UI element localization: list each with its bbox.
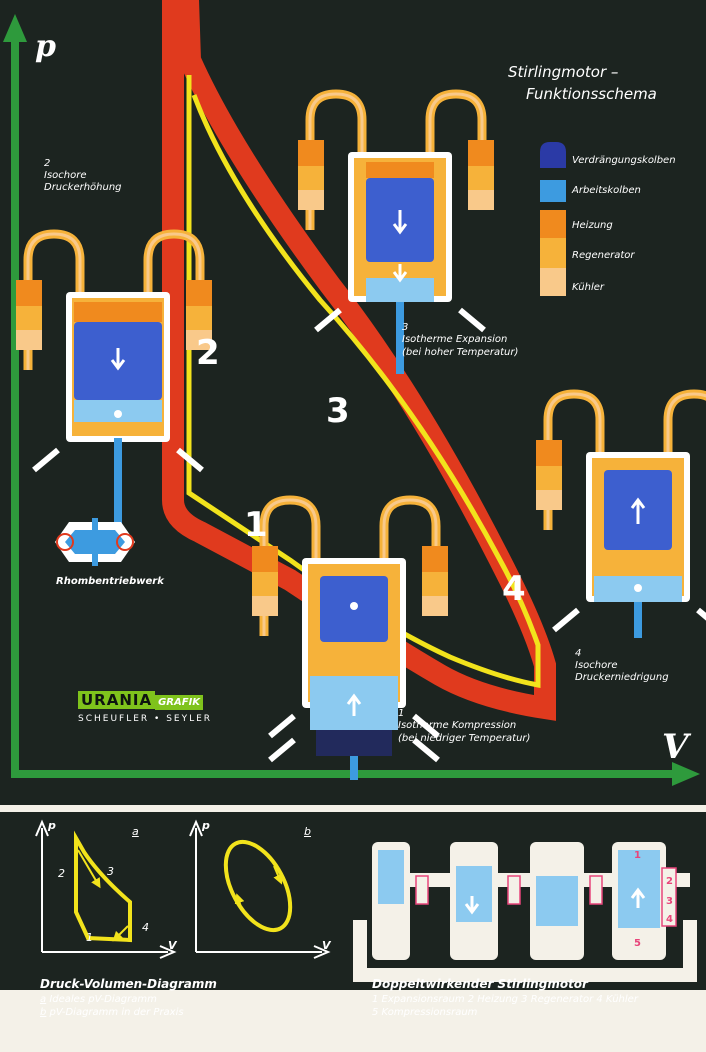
pv-caption-b: b pV-Diagramm in der Praxis [40, 1007, 184, 1018]
double-acting-n1: 1 [634, 850, 641, 861]
legend-label-cooler: Kühler [572, 282, 605, 293]
engine-stage-1 [252, 500, 448, 780]
stage-1-number: 1 [244, 505, 268, 545]
legend-label-displacer: Verdrängungskolben [572, 155, 676, 166]
engine-stage-2 [16, 234, 212, 526]
p-axis [11, 38, 19, 778]
pv-caption-title: Druck-Volumen-Diagramm [40, 977, 217, 991]
mini-a-n1: 1 [86, 931, 93, 944]
pv-axes [3, 14, 700, 786]
engine-stage-3 [298, 94, 494, 374]
mini-a-tag: a [132, 825, 139, 838]
logo-authors: SCHEUFLER • SEYLER [78, 714, 213, 724]
mini-chart-a [35, 819, 177, 959]
stage-3-caption-num: 3 [402, 322, 409, 333]
rhomb-drive-icon [55, 518, 135, 566]
logo-word: URANIA [78, 691, 156, 709]
stage-1-caption-num: 1 [398, 708, 405, 719]
mini-b-v-label: V [322, 939, 331, 952]
mini-chart-b [189, 819, 331, 959]
double-acting-title: Doppeltwirkender Stirlingmotor [372, 977, 588, 991]
logo-grafik: GRAFIK [155, 695, 204, 710]
stage-3-number: 3 [326, 391, 350, 431]
double-acting-line-2: 5 Kompressionsraum [372, 1007, 478, 1018]
mini-b-tag: b [304, 825, 311, 838]
legend-swatch-heater [540, 210, 566, 238]
stage-4-caption-1: Isochore [575, 660, 618, 671]
stage-3-caption-2: (bei hoher Temperatur) [402, 347, 519, 358]
cycle-curve-yellow [186, 75, 541, 689]
title-line-1: Stirlingmotor – [508, 63, 619, 81]
double-acting-engine [353, 842, 697, 982]
double-acting-n5: 5 [634, 938, 641, 949]
title-line-2: Funktionsschema [526, 85, 657, 103]
stage-4-caption-num: 4 [575, 648, 582, 659]
double-acting-n2: 2 [666, 876, 673, 887]
p-axis-arrow-icon [3, 14, 27, 42]
legend-swatches [540, 142, 566, 296]
mini-a-p-label: p [48, 819, 56, 832]
v-axis-arrow-icon [672, 762, 700, 786]
double-acting-n3: 3 [666, 896, 673, 907]
engine-stage-4 [536, 394, 706, 638]
legend-swatch-cooler [540, 268, 566, 296]
p-axis-label: p [35, 29, 56, 64]
legend-label-working-piston: Arbeitskolben [572, 185, 641, 196]
v-axis [11, 770, 679, 778]
stage-3-caption-1: Isotherme Expansion [402, 334, 508, 345]
legend-swatch-displacer [540, 142, 566, 168]
stage-4-number: 4 [502, 569, 526, 609]
mini-b-p-label: p [202, 819, 210, 832]
legend-label-heater: Heizung [572, 220, 613, 231]
legend-label-regenerator: Regenerator [572, 250, 635, 261]
rhomb-drive-label: Rhombentriebwerk [56, 576, 164, 587]
stage-1-caption-1: Isotherme Kompression [398, 720, 517, 731]
double-acting-line-1: 1 Expansionsraum 2 Heizung 3 Regenerator… [372, 994, 638, 1005]
double-acting-n4: 4 [666, 914, 673, 925]
stage-2-caption-1: Isochore [44, 170, 87, 181]
stage-2-number: 2 [196, 333, 220, 373]
legend-swatch-working-piston [540, 180, 566, 202]
mini-a-n4: 4 [142, 921, 149, 934]
mini-a-n3: 3 [107, 865, 114, 878]
mini-a-n2: 2 [58, 867, 65, 880]
mini-a-v-label: V [168, 939, 177, 952]
legend-swatch-regenerator [540, 238, 566, 268]
pv-caption-a: a Ideales pV-Diagramm [40, 994, 157, 1005]
stage-2-line-1: 2 [44, 158, 51, 169]
stage-2-caption-2: Druckerhöhung [44, 182, 122, 193]
stage-4-caption-2: Druckerniedrigung [575, 672, 669, 683]
stage-1-caption-2: (bei niedriger Temperatur) [398, 733, 531, 744]
v-axis-label: V [662, 727, 689, 767]
